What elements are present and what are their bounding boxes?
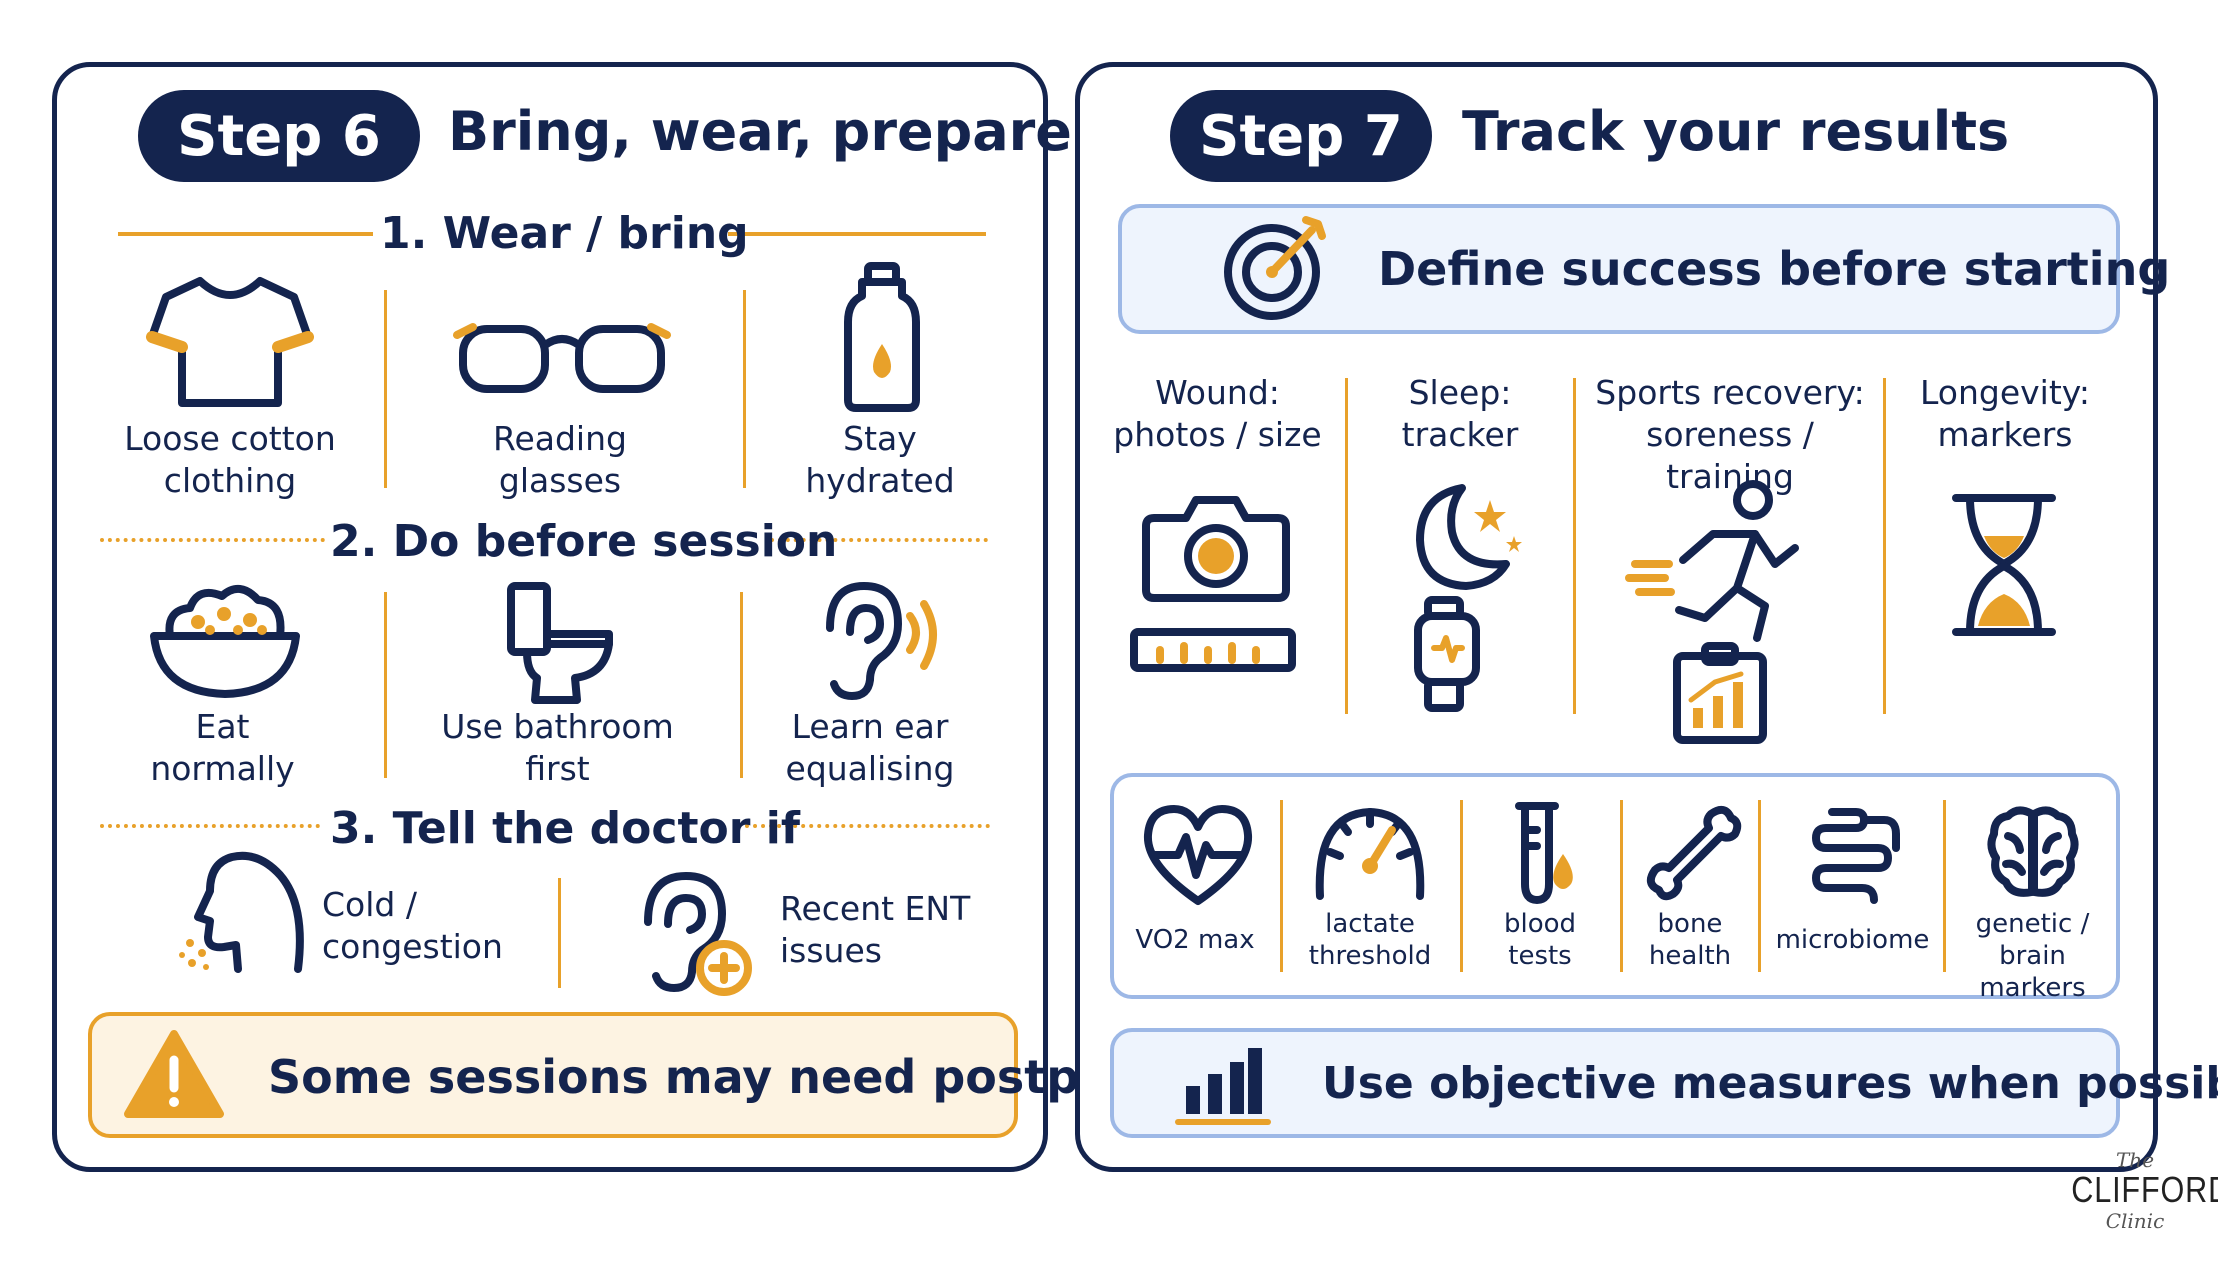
section2-heading: 2. Do before session <box>330 516 838 567</box>
define-success-text: Define success before starting <box>1378 242 2171 296</box>
step7-title: Track your results <box>1462 100 2010 163</box>
runner-clipboard-icon <box>1625 480 1799 744</box>
warning-box <box>88 1012 1018 1138</box>
section-divider <box>100 538 325 542</box>
ear-plus-icon <box>644 872 752 996</box>
column-divider <box>384 290 387 488</box>
item-stay-hydrated: Stay hydrated <box>805 419 955 500</box>
column-divider <box>1280 800 1283 972</box>
section3-heading: 3. Tell the doctor if <box>330 803 800 854</box>
marker-blood-tests: blood tests <box>1503 909 1577 971</box>
logo-the: The <box>2115 1148 2155 1172</box>
item-cold-congestion: Cold / congestion <box>322 885 503 966</box>
column-divider <box>1345 378 1348 714</box>
camera-ruler-icon <box>1130 496 1296 672</box>
moon-watch-icon <box>1414 484 1522 712</box>
food-bowl-icon <box>150 585 300 698</box>
ear-sound-icon <box>826 582 937 700</box>
column-divider <box>740 592 743 778</box>
gauge-icon <box>1315 808 1425 900</box>
clinic-logo: The CLIFFORD Clinic <box>2060 1148 2218 1233</box>
step7-badge: Step 7 <box>1170 90 1432 182</box>
bar-chart-icon <box>1175 1048 1271 1125</box>
objective-box <box>1110 1028 2120 1138</box>
column-divider <box>1620 800 1623 972</box>
tshirt-icon <box>146 277 314 407</box>
step6-title: Bring, wear, prepare <box>448 100 1072 163</box>
category-sleep: Sleep: tracker <box>1401 373 1519 454</box>
category-wound: Wound: photos / size <box>1113 373 1322 454</box>
toilet-icon <box>507 582 613 704</box>
target-icon <box>1224 216 1326 320</box>
section-divider <box>728 232 986 236</box>
hourglass-icon <box>1952 494 2056 636</box>
section-divider <box>745 824 990 828</box>
column-divider <box>1943 800 1946 972</box>
marker-vo2-max: VO2 max <box>1135 925 1255 955</box>
item-loose-cotton-clothing: Loose cotton clothing <box>124 419 336 500</box>
water-bottle-icon <box>844 262 920 412</box>
marker-genetic-brain: genetic / brain markers <box>1975 909 2090 1003</box>
test-tube-icon <box>1515 802 1573 904</box>
category-sports-recovery: Sports recovery: soreness / training <box>1595 373 1865 496</box>
item-eat-normally: Eat normally <box>150 707 295 788</box>
sneeze-head-icon <box>179 851 304 973</box>
warning-icon <box>124 1030 224 1118</box>
intestine-icon <box>1812 808 1900 904</box>
objective-text: Use objective measures when possible <box>1322 1058 2218 1109</box>
column-divider <box>1758 800 1761 972</box>
section-divider <box>770 538 988 542</box>
logo-clinic: Clinic <box>2105 1209 2165 1233</box>
section1-heading: 1. Wear / bring <box>380 208 749 259</box>
heart-pulse-icon <box>1143 805 1253 905</box>
column-divider <box>1883 378 1886 714</box>
markers-box <box>1110 773 2120 999</box>
logo-clifford: CLIFFORD <box>2071 1169 2218 1210</box>
section-divider <box>118 232 373 236</box>
marker-microbiome: microbiome <box>1775 925 1930 955</box>
define-success-box <box>1118 204 2120 334</box>
section-divider <box>100 824 320 828</box>
brain-icon <box>1987 806 2079 897</box>
column-divider <box>558 878 561 988</box>
item-reading-glasses: Reading glasses <box>493 419 627 500</box>
column-divider <box>743 290 746 488</box>
category-longevity: Longevity: markers <box>1919 373 2091 454</box>
marker-lactate-threshold: lactate threshold <box>1308 909 1432 971</box>
column-divider <box>1573 378 1576 714</box>
step6-badge: Step 6 <box>138 90 420 182</box>
item-learn-ear-equalising: Learn ear equalising <box>785 707 955 788</box>
item-use-bathroom-first: Use bathroom first <box>441 707 674 788</box>
glasses-icon <box>453 323 671 393</box>
column-divider <box>1460 800 1463 972</box>
warning-text: Some sessions may need postponing <box>268 1050 1225 1104</box>
item-recent-ent-issues: Recent ENT issues <box>780 889 971 970</box>
column-divider <box>384 592 387 778</box>
marker-bone-health: bone health <box>1648 909 1732 971</box>
bone-icon <box>1646 805 1742 901</box>
